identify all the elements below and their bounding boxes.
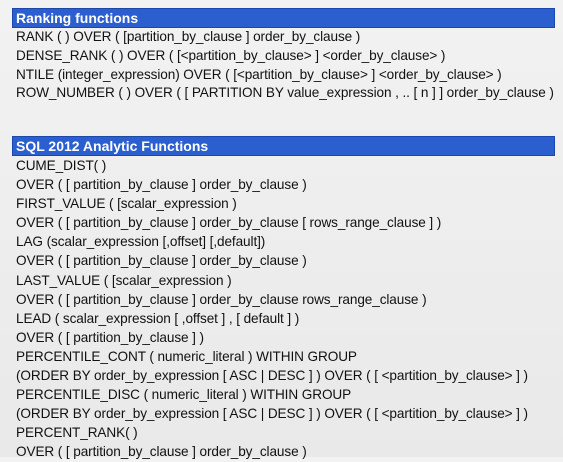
analytic-line-percent-rank-over: OVER ( [ partition_by_clause ] order_by_…	[16, 444, 307, 460]
analytic-functions-section: SQL 2012 Analytic Functions CUME_DIST( )…	[12, 136, 555, 462]
analytic-line-percentile-cont: PERCENTILE_CONT ( numeric_literal ) WITH…	[16, 348, 357, 364]
ranking-line-rank: RANK ( ) OVER ( [partition_by_clause ] o…	[16, 29, 361, 44]
analytic-line-first-value-over: OVER ( [ partition_by_clause ] order_by_…	[16, 215, 442, 231]
ranking-line-ntile: NTILE (integer_expression) OVER ( [<part…	[16, 66, 502, 82]
analytic-line-last-value-over: OVER ( [ partition_by_clause ] order_by_…	[16, 291, 427, 307]
analytic-line-lag-over: OVER ( [ partition_by_clause ] order_by_…	[16, 253, 307, 269]
analytic-line-lead-over: OVER ( [ partition_by_clause ] )	[16, 329, 204, 345]
analytic-line-lag: LAG (scalar_expression [,offset] [,defau…	[16, 234, 266, 250]
analytic-line-first-value: FIRST_VALUE ( [scalar_expression )	[16, 196, 237, 212]
ranking-line-dense-rank: DENSE_RANK ( ) OVER ( [<partition_by_cla…	[16, 47, 446, 63]
analytic-line-cume-dist: CUME_DIST( )	[16, 158, 107, 173]
analytic-line-last-value: LAST_VALUE ( [scalar_expression )	[16, 272, 232, 288]
analytic-line-percent-rank: PERCENT_RANK( )	[16, 425, 138, 441]
analytic-functions-list: CUME_DIST( ) OVER ( [ partition_by_claus…	[12, 156, 555, 462]
analytic-line-percentile-disc-order: (ORDER BY order_by_expression [ ASC | DE…	[16, 406, 528, 422]
analytic-line-cume-dist-over: OVER ( [ partition_by_clause ] order_by_…	[16, 177, 307, 193]
analytic-line-percentile-disc: PERCENTILE_DISC ( numeric_literal ) WITH…	[16, 387, 352, 403]
analytic-line-lead: LEAD ( scalar_expression [ ,offset ] , […	[16, 310, 300, 326]
analytic-functions-header: SQL 2012 Analytic Functions	[12, 136, 555, 156]
ranking-line-row-number: ROW_NUMBER ( ) OVER ( [ PARTITION BY val…	[16, 85, 554, 101]
ranking-functions-list: RANK ( ) OVER ( [partition_by_clause ] o…	[12, 28, 555, 103]
analytic-line-percentile-cont-order: (ORDER BY order_by_expression [ ASC | DE…	[16, 368, 528, 384]
ranking-functions-header: Ranking functions	[12, 8, 555, 28]
ranking-functions-section: Ranking functions RANK ( ) OVER ( [parti…	[12, 8, 555, 103]
